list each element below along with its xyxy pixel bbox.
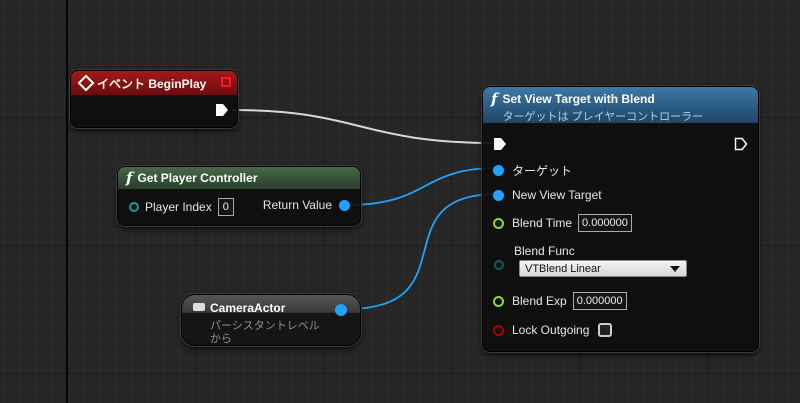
return-value-label: Return Value (262, 198, 332, 212)
controller-to-target-wire[interactable] (346, 167, 498, 206)
lock-outgoing-pin-row[interactable]: Lock Outgoing (493, 323, 613, 337)
lock-outgoing-checkbox[interactable] (598, 323, 613, 337)
blend-time-pin-row[interactable]: Blend Time 0.000000 (493, 214, 632, 232)
blend-time-pin[interactable] (493, 217, 504, 229)
blend-func-pin[interactable] (494, 260, 504, 270)
blend-func-label-row: Blend Func (514, 244, 575, 258)
function-icon: f (126, 169, 133, 187)
new-view-target-pin[interactable] (493, 189, 504, 201)
delegate-pin[interactable] (221, 77, 231, 87)
blend-exp-pin[interactable] (493, 295, 504, 307)
chevron-down-icon (670, 266, 680, 272)
camera-actor-node[interactable]: CameraActor パーシスタントレベル から (181, 294, 361, 346)
camera-icon (193, 303, 205, 311)
player-index-pin-row[interactable]: Player Index 0 (129, 198, 234, 216)
blend-exp-pin-row[interactable]: Blend Exp 0.000000 (493, 292, 627, 310)
blend-func-selected: VTBlend Linear (525, 262, 601, 275)
set-view-target-subtitle: ターゲットは プレイヤーコントローラー (502, 111, 704, 123)
camera-actor-subtitle-line1: パーシスタントレベル (210, 320, 320, 332)
set-view-target-header[interactable]: f Set View Target with Blend ターゲットは プレイヤ… (483, 87, 758, 123)
begin-play-exec-out-pin[interactable] (215, 103, 229, 117)
event-diamond-icon (77, 74, 95, 92)
function-icon: f (491, 90, 498, 108)
begin-play-header[interactable]: イベント BeginPlay (71, 71, 237, 95)
exec-wire[interactable] (231, 109, 497, 144)
blend-func-dropdown[interactable]: VTBlend Linear (519, 260, 687, 277)
lock-outgoing-label: Lock Outgoing (512, 323, 590, 337)
camera-to-newviewtarget-wire[interactable] (346, 193, 498, 310)
lock-outgoing-pin[interactable] (493, 324, 504, 336)
player-index-input[interactable]: 0 (217, 198, 234, 216)
begin-play-title: イベント BeginPlay (97, 76, 207, 91)
blend-exp-input[interactable]: 0.000000 (572, 292, 627, 310)
exec-out-pin[interactable] (734, 137, 748, 151)
exec-in-pin[interactable] (493, 137, 507, 151)
return-value-pin[interactable] (339, 199, 350, 211)
graph-origin-line (66, 0, 68, 403)
camera-actor-output-pin[interactable] (335, 304, 347, 316)
blend-func-label: Blend Func (514, 244, 575, 258)
target-pin[interactable] (493, 165, 504, 176)
get-player-controller-title: Get Player Controller (137, 171, 258, 185)
blend-exp-label: Blend Exp (512, 294, 567, 308)
player-index-pin[interactable] (129, 202, 139, 212)
camera-actor-subtitle-line2: から (210, 333, 232, 345)
begin-play-node[interactable]: イベント BeginPlay (70, 70, 238, 128)
target-pin-row[interactable]: ターゲット (493, 162, 572, 179)
set-view-target-title: Set View Target with Blend (502, 92, 655, 106)
new-view-target-pin-row[interactable]: New View Target (493, 188, 602, 202)
camera-actor-title: CameraActor (210, 301, 286, 315)
get-player-controller-header[interactable]: f Get Player Controller (118, 167, 360, 189)
return-value-pin-row[interactable]: Return Value (263, 198, 350, 212)
target-label: ターゲット (512, 164, 573, 178)
set-view-target-node[interactable]: f Set View Target with Blend ターゲットは プレイヤ… (482, 86, 759, 352)
get-player-controller-node[interactable]: f Get Player Controller Player Index 0 R… (117, 166, 361, 226)
blend-time-input[interactable]: 0.000000 (578, 214, 632, 232)
blend-time-label: Blend Time (512, 216, 573, 230)
new-view-target-label: New View Target (512, 188, 602, 202)
player-index-label: Player Index (145, 200, 212, 214)
